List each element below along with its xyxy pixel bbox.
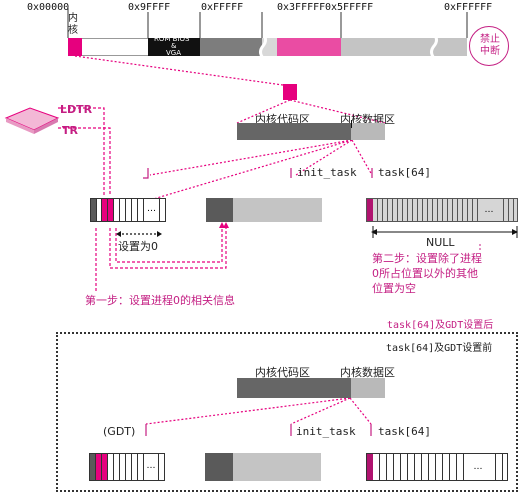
ramdisk-segment	[277, 38, 341, 56]
interrupt-disabled-badge	[469, 26, 509, 66]
rom-bios-label: ROM BIOS	[154, 35, 190, 43]
ldtr-label: LDTR	[60, 103, 93, 116]
kernel-code-label: 内核代码区	[255, 113, 310, 126]
init-task-block-before	[205, 453, 321, 481]
kernel-data-segment	[351, 123, 385, 140]
init-task-block	[206, 198, 322, 222]
address-label: 0xFFFFFF	[444, 2, 493, 13]
kernel-code-segment	[237, 378, 351, 398]
interrupt-label: 禁止中断	[480, 34, 500, 57]
gdt-label: (GDT)	[103, 425, 136, 438]
address-label: 0x3FFFFF	[277, 2, 326, 13]
amp-label: &	[171, 42, 177, 50]
kernel-segment	[68, 38, 82, 56]
vga-label: VGA	[166, 49, 182, 57]
kernel-zoom-marker	[283, 84, 297, 100]
lower-connectors	[145, 397, 372, 436]
set-zero-label: 设置为0	[118, 240, 158, 253]
chip-icon	[4, 107, 60, 134]
buffer-segment	[200, 38, 262, 56]
tr-label: TR	[62, 124, 78, 137]
kernel-data-label: 内核数据区	[340, 366, 395, 379]
address-label: 0xFFFFF	[201, 2, 244, 13]
rom-bios-segment	[148, 38, 200, 56]
init-task-label: init_task	[296, 425, 356, 438]
kernel-data-label: 内核数据区	[340, 113, 395, 126]
task-array-after: …	[366, 198, 518, 222]
task-array-before: …	[366, 453, 508, 481]
task-array-label: task[64]	[378, 166, 431, 179]
step-one-text: 第一步：设置进程0的相关信息	[85, 294, 235, 307]
memory-bar-breaks	[67, 8, 468, 59]
kernel-label: 内核	[68, 13, 78, 36]
kernel-code-label: 内核代码区	[255, 366, 310, 379]
null-label: NULL	[426, 236, 455, 249]
kernel-code-segment	[237, 123, 351, 140]
before-caption: task[64]及GDT设置前	[386, 343, 493, 354]
address-label: 0x00000	[27, 2, 70, 13]
init-task-label: init_task	[297, 166, 357, 179]
upper-connectors	[58, 55, 518, 292]
step-two-text: 第二步：设置除了进程0所占位置以外的其他位置为空	[372, 252, 482, 295]
kernel-data-segment	[351, 378, 385, 398]
address-label: 0x9FFFF	[128, 2, 171, 13]
task-array-label: task[64]	[378, 425, 431, 438]
address-label: 0x5FFFFF	[325, 2, 374, 13]
before-panel	[56, 332, 518, 492]
gdt-table: …	[90, 198, 166, 222]
free-segment	[82, 38, 148, 56]
segment-divider	[351, 120, 352, 128]
gdt-table-before: …	[89, 453, 165, 481]
after-caption: task[64]及GDT设置后	[387, 320, 494, 331]
